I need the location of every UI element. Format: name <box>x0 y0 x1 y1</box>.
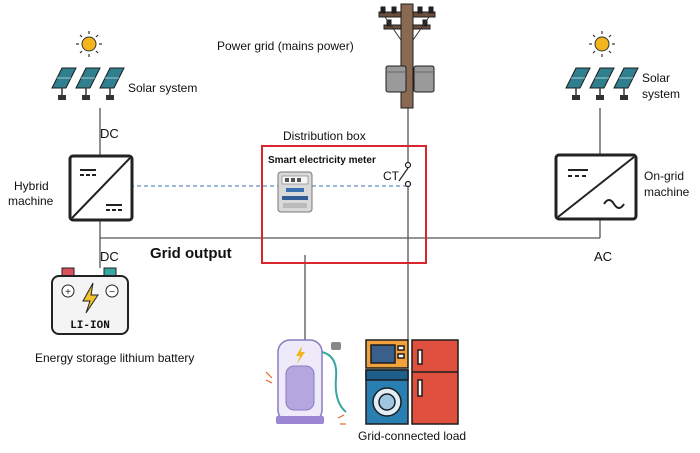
distribution-box <box>261 145 427 264</box>
ac-label: AC <box>594 249 612 264</box>
smart-meter-icon <box>277 171 313 213</box>
solar-right-label-line1: Solar <box>642 71 670 85</box>
battery-caption: Energy storage lithium battery <box>35 351 194 365</box>
utility-pole-icon <box>378 3 436 109</box>
ev-charger-icon <box>265 339 347 425</box>
ongrid-label-line2: machine <box>644 185 690 199</box>
battery-text: LI-ION <box>70 320 110 332</box>
distribution-box-label: Distribution box <box>283 129 366 143</box>
hybrid-label-line2: machine <box>8 194 54 208</box>
solar-panel-icon-left <box>51 67 125 100</box>
sun-icon-right <box>589 31 615 57</box>
dc-top-label: DC <box>100 126 119 141</box>
svg-text:+: + <box>65 287 71 298</box>
sun-icon-left <box>76 31 102 57</box>
ct-switch-icon <box>398 161 412 188</box>
ongrid-label-line1: On-grid <box>644 169 684 183</box>
hybrid-inverter-icon <box>68 154 134 222</box>
smart-meter-label: Smart electricity meter <box>268 155 376 166</box>
ct-label: CT <box>383 169 400 183</box>
load-caption: Grid-connected load <box>358 429 466 443</box>
svg-text:−: − <box>109 287 115 298</box>
ongrid-inverter-icon <box>554 153 638 221</box>
home-appliances-icon <box>365 339 459 425</box>
solar-left-label: Solar system <box>128 81 197 95</box>
lithium-battery-icon: + − <box>51 267 129 335</box>
power-grid-label: Power grid (mains power) <box>217 39 354 53</box>
solar-panel-icon-right <box>565 67 639 100</box>
dc-bottom-label: DC <box>100 249 119 264</box>
hybrid-label-line1: Hybrid <box>14 179 49 193</box>
grid-output-label: Grid output <box>150 245 232 262</box>
solar-right-label-line2: system <box>642 87 680 101</box>
